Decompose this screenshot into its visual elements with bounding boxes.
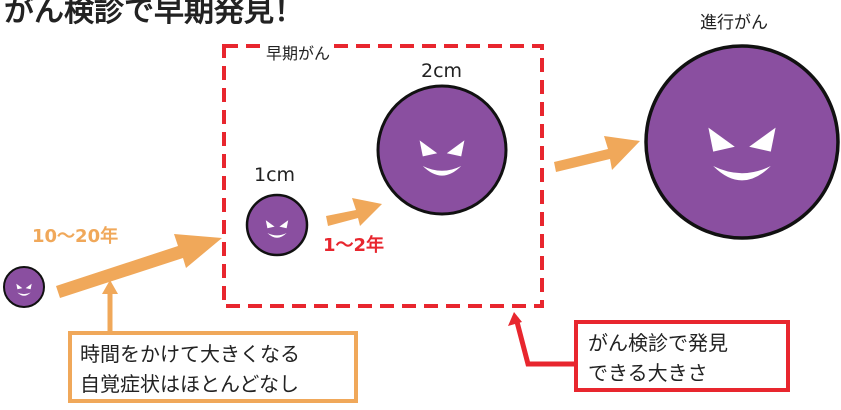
size-1cm-label: 1cm xyxy=(254,164,296,186)
detect-note-line2: できる大きさ xyxy=(588,361,708,385)
early-cancer-frame xyxy=(222,44,544,308)
tumor-2cm xyxy=(376,84,508,216)
growth-note-box: 時間をかけて大きくなる 自覚症状はほとんどなし xyxy=(68,331,358,403)
detect-connector xyxy=(513,317,574,367)
detect-note-line1: がん検診で発見 xyxy=(588,331,728,355)
growth-arrow-short xyxy=(326,198,382,226)
size-2cm-label: 2cm xyxy=(421,60,463,82)
early-cancer-label: 早期がん xyxy=(262,40,335,64)
growth-note-line2: 自覚症状はほとんどなし xyxy=(80,372,299,396)
tumor-advanced xyxy=(644,44,840,240)
detectable-size-box: がん検診で発見 できる大きさ xyxy=(574,320,790,392)
growth-note-line1: 時間をかけて大きくなる xyxy=(80,342,300,366)
period-long-label: 10〜20年 xyxy=(32,226,119,247)
tumor-tiny xyxy=(3,266,45,308)
growth-arrow-advanced xyxy=(554,136,640,172)
growth-arrow-long xyxy=(56,234,222,298)
headline: がん検診で早期発見！ xyxy=(4,0,304,29)
period-short-label: 1〜2年 xyxy=(323,235,385,256)
tumor-1cm xyxy=(245,193,309,257)
advanced-cancer-label: 進行がん xyxy=(700,13,768,33)
